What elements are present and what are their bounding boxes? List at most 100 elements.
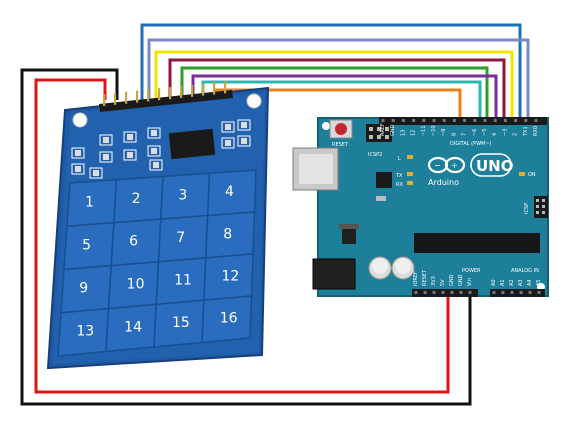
pad-number-label: 11: [174, 273, 192, 289]
header-pin: [158, 88, 161, 101]
icsp2-body: [366, 124, 392, 142]
power-pin-label: Vin: [467, 278, 473, 286]
icsp2-pin: [377, 135, 381, 139]
uno-label: UNO: [476, 157, 514, 175]
wire: [147, 38, 530, 125]
icsp-side-label: ICSP: [524, 203, 530, 214]
power-pin-socket[interactable]: [468, 291, 472, 294]
wire: [180, 66, 489, 125]
crystal-oscillator: [376, 196, 386, 201]
power-pin-socket[interactable]: [450, 291, 454, 294]
power-pin-socket[interactable]: [459, 291, 463, 294]
digital-pin-label: 12: [411, 130, 417, 136]
smd-part: [225, 140, 231, 146]
header-pin: [180, 85, 183, 98]
smd-outline: [221, 137, 235, 149]
icsp2-header: [366, 124, 392, 142]
analog-pin-socket[interactable]: [510, 291, 514, 294]
analog-pin-socket[interactable]: [528, 291, 532, 294]
header-pin: [224, 81, 227, 94]
header-pin: [147, 89, 150, 102]
digital-pin-label: GND: [390, 124, 396, 136]
digital-pin-socket[interactable]: [524, 119, 528, 122]
on-label: ON: [528, 172, 536, 178]
usb-connector-inner: [299, 154, 333, 184]
power-pin-label: 5V: [440, 279, 446, 286]
digital-pin-label: ~5: [482, 129, 488, 136]
power-pin-socket[interactable]: [423, 291, 427, 294]
digital-pin-socket[interactable]: [514, 119, 518, 122]
brand-label: Arduino: [428, 178, 459, 187]
wire: [154, 50, 514, 125]
digital-pin-label: 2: [513, 133, 519, 136]
digital-pin-socket[interactable]: [503, 119, 507, 122]
digital-pin-socket[interactable]: [463, 119, 467, 122]
digital-pin-socket[interactable]: [391, 119, 395, 122]
smd-part: [151, 130, 157, 136]
pad-number-label: 15: [172, 315, 190, 331]
capacitor: [395, 258, 411, 274]
digital-pin-socket[interactable]: [412, 119, 416, 122]
header-pin: [213, 82, 216, 95]
power-header: [412, 289, 478, 297]
header-pin: [114, 92, 117, 105]
digital-pin-socket[interactable]: [534, 119, 538, 122]
digital-pin-socket[interactable]: [432, 119, 436, 122]
analog-header: [490, 289, 545, 297]
icsp-header: [534, 196, 548, 218]
digital-pin-socket[interactable]: [483, 119, 487, 122]
digital-header: [379, 117, 547, 125]
icsp-pin: [536, 211, 539, 214]
digital-pin-label: ~6: [472, 129, 478, 136]
power-pin-socket[interactable]: [441, 291, 445, 294]
header-pin: [202, 83, 205, 96]
pad-number-label: 14: [124, 319, 142, 335]
digital-pin-socket[interactable]: [381, 119, 385, 122]
keypad-header-pins: [99, 81, 233, 112]
icsp2-pin: [377, 127, 381, 131]
voltage-regulator: [342, 228, 356, 244]
digital-pin-socket[interactable]: [442, 119, 446, 122]
smd-part: [103, 137, 109, 143]
analog-pin-socket[interactable]: [492, 291, 496, 294]
digital-pin-socket[interactable]: [401, 119, 405, 122]
analog-pin-socket[interactable]: [501, 291, 505, 294]
smd-part: [93, 170, 99, 176]
digital-pin-label: 13: [400, 130, 406, 136]
power-pin-label: RESET: [422, 269, 428, 286]
pad-number-label: 16: [220, 311, 238, 327]
digital-section-label: DIGITAL (PWM~): [450, 141, 492, 147]
pad-number-label: 8: [223, 226, 232, 242]
smd-outline: [147, 127, 161, 139]
keypad-pad[interactable]: [201, 295, 253, 344]
digital-pin-label: TX1: [523, 126, 529, 137]
power-pin-socket[interactable]: [414, 291, 418, 294]
digital-pin-socket[interactable]: [473, 119, 477, 122]
digital-pin-label: AREF: [380, 123, 386, 136]
smd-part: [127, 152, 133, 158]
smd-part: [103, 154, 109, 160]
smd-part: [151, 148, 157, 154]
icsp-pin: [542, 205, 545, 208]
power-pin-socket[interactable]: [432, 291, 436, 294]
header-pin: [169, 87, 172, 100]
analog-pin-socket[interactable]: [537, 291, 541, 294]
pad-number-label: 6: [129, 234, 138, 250]
smd-outline: [71, 163, 85, 175]
digital-pin-socket[interactable]: [452, 119, 456, 122]
smd-outline: [149, 159, 163, 171]
digital-pin-socket[interactable]: [493, 119, 497, 122]
digital-pin-socket[interactable]: [422, 119, 426, 122]
mount-hole-icon: [72, 112, 88, 128]
digital-pin-label: 7: [462, 133, 468, 136]
reset-button[interactable]: [335, 123, 347, 135]
digital-pin-label: 8: [451, 133, 457, 136]
icsp2-label: ICSP2: [368, 152, 382, 158]
smd-outline: [89, 167, 103, 179]
analog-pin-socket[interactable]: [519, 291, 523, 294]
pad-number-label: 12: [222, 269, 240, 285]
power-pin-label: GND: [449, 274, 455, 286]
dc-power-jack: [312, 258, 356, 290]
